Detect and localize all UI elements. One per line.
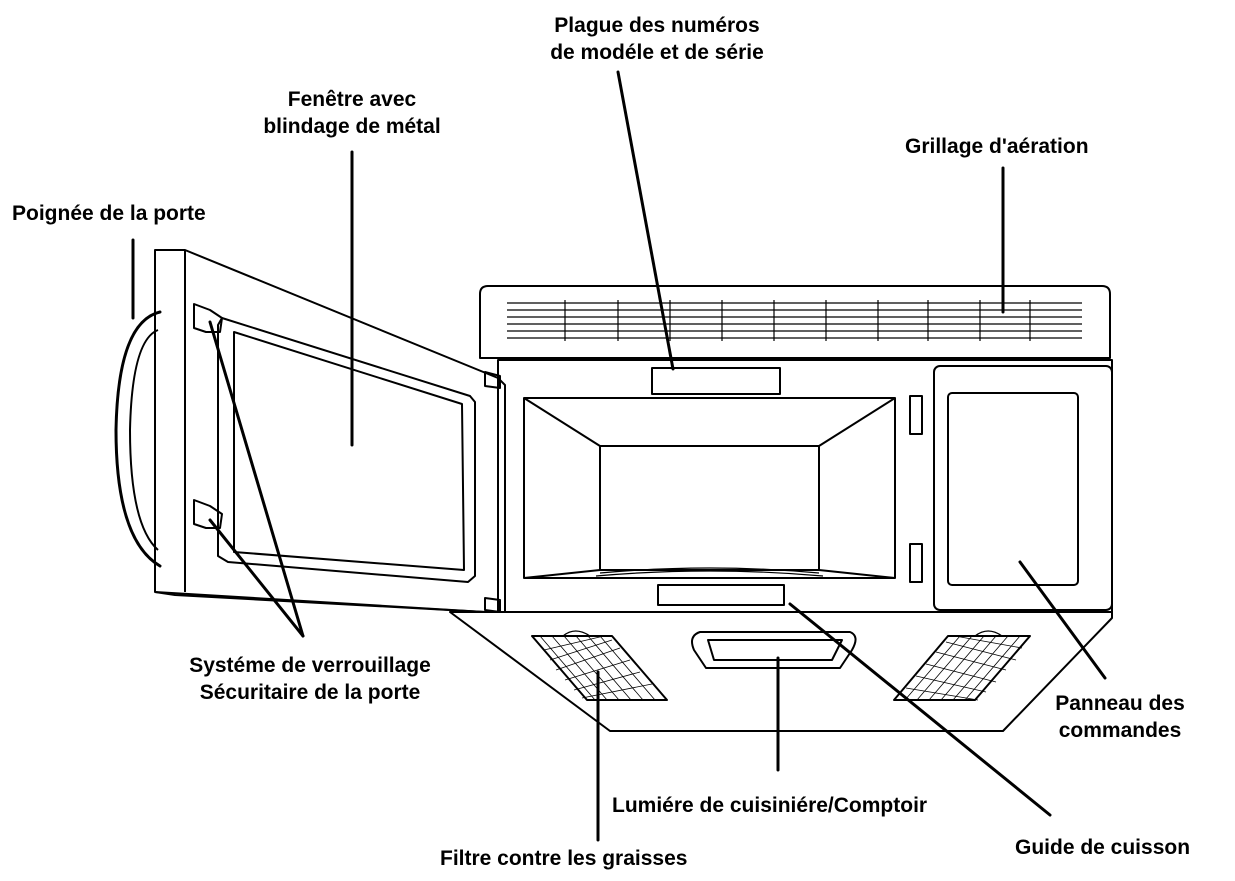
label-window: Fenêtre avec blindage de métal <box>263 88 441 138</box>
label-model-plate: Plague des numéros de modéle et de série <box>550 14 764 64</box>
vent-grille <box>507 300 1082 341</box>
label-vent-grille: Grillage d'aération <box>905 135 1089 158</box>
label-grease-filter: Filtre contre les graisses <box>440 847 688 870</box>
oven-cavity <box>523 397 896 579</box>
control-panel <box>933 365 1113 611</box>
cooktop-light <box>691 631 857 669</box>
cooking-guide-plate <box>657 584 785 606</box>
label-door-lock: Systéme de verrouillage Sécuritaire de l… <box>189 654 431 704</box>
label-control-panel: Panneau des commandes <box>1055 692 1185 742</box>
vent-housing <box>479 285 1111 359</box>
model-plate <box>651 367 781 395</box>
grease-filter-left <box>531 630 668 701</box>
door-handle <box>114 310 162 568</box>
label-cooktop-light: Lumiére de cuisiniére/Comptoir <box>612 794 928 817</box>
grease-filter-right <box>893 630 1031 701</box>
leader-lines <box>131 70 1107 842</box>
open-door <box>114 249 506 613</box>
latch-slot-bottom <box>909 543 923 583</box>
bottom-housing <box>449 611 1113 732</box>
latch-slot-top <box>909 395 923 435</box>
label-cooking-guide: Guide de cuisson <box>1015 836 1191 859</box>
label-door-handle: Poignée de la porte <box>12 202 206 225</box>
